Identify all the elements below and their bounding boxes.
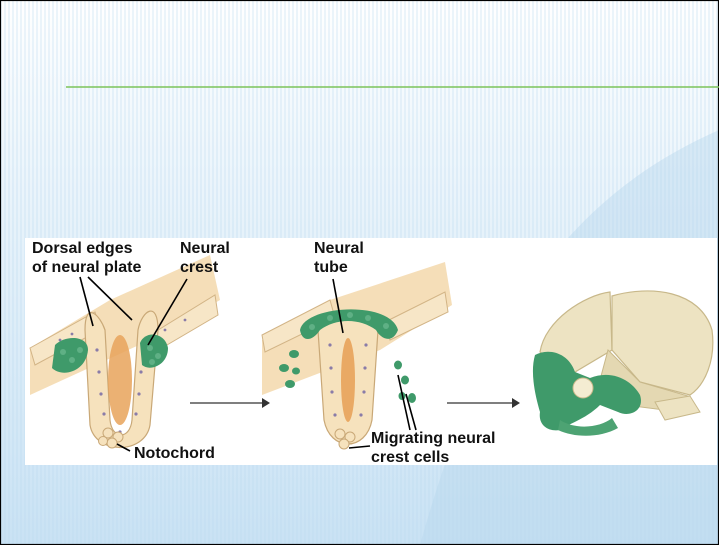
label-neural-tube-line2: tube <box>314 259 348 276</box>
label-migrating-line1: Migrating neural <box>371 430 495 447</box>
label-neural-tube-line1: Neural <box>314 240 364 257</box>
label-migrating-line2: crest cells <box>371 449 449 466</box>
label-notochord: Notochord <box>134 445 215 462</box>
label-neural-crest-line2: crest <box>180 259 219 276</box>
label-dorsal-edges-line1: Dorsal edges <box>32 240 133 257</box>
label-neural-crest-line1: Neural <box>180 240 230 257</box>
label-dorsal-edges-line2: of neural plate <box>32 259 141 276</box>
